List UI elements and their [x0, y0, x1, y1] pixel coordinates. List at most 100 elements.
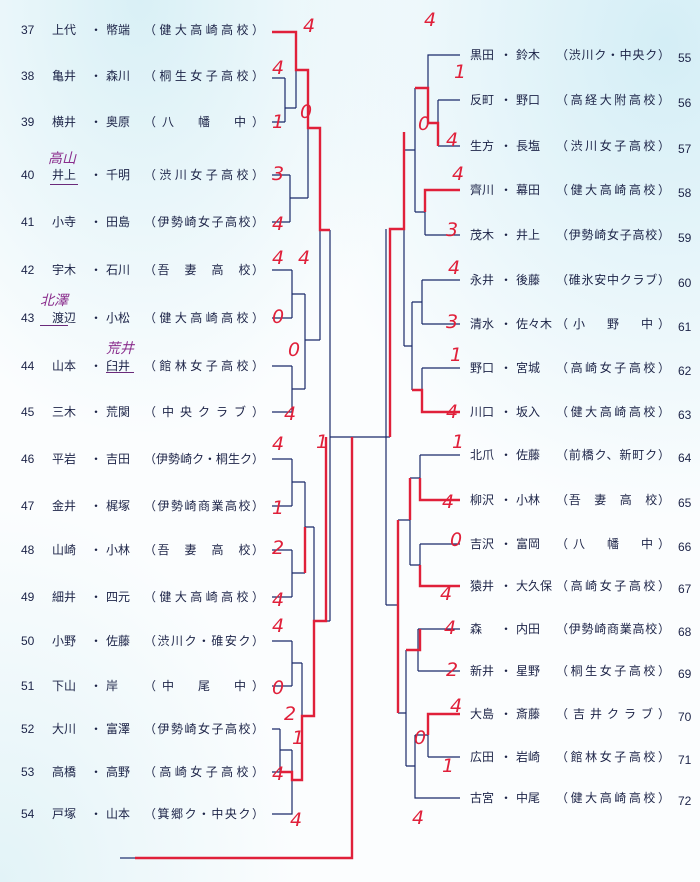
- handwritten-score: 4: [272, 57, 285, 79]
- handwritten-score: 1: [272, 497, 285, 519]
- handwritten-score: 2: [284, 703, 297, 725]
- bracket-line: [404, 302, 413, 390]
- player-name-2: 吉田: [106, 452, 131, 466]
- player-name-1: 川口: [470, 405, 495, 419]
- entry-row-right: 生方・長塩（渋川女子高校）57: [0, 137, 700, 156]
- bracket-line: [428, 99, 460, 147]
- entry-number: 55: [678, 51, 692, 65]
- player-name-2: 小松: [106, 311, 131, 325]
- separator-dot: ・: [500, 791, 513, 805]
- school-name: （高崎女子高校）: [556, 579, 670, 593]
- entry-number: 39: [21, 115, 35, 129]
- player-name-2: 佐々木: [516, 317, 553, 331]
- bracket-line: [272, 269, 305, 319]
- player-name-1: 戸塚: [52, 807, 77, 821]
- entry-number: 64: [678, 451, 692, 465]
- winner-path-red: [423, 188, 460, 212]
- school-name: （中 尾 中）: [144, 679, 264, 693]
- entry-number: 52: [21, 722, 35, 736]
- entry-number: 66: [678, 540, 692, 554]
- entry-number: 53: [21, 765, 35, 779]
- winner-path-red: [412, 388, 460, 414]
- handwritten-score: 1: [454, 61, 467, 83]
- separator-dot: ・: [500, 317, 513, 331]
- player-name-1: 清水: [470, 317, 495, 331]
- separator-dot: ・: [90, 215, 103, 229]
- player-name-2: 井上: [516, 228, 541, 242]
- separator-dot: ・: [90, 23, 103, 37]
- player-name-1: 三木: [52, 405, 77, 419]
- player-name-2: 小林: [516, 493, 541, 507]
- entry-number: 65: [678, 496, 692, 510]
- separator-dot: ・: [90, 69, 103, 83]
- handwritten-name-correction: 北澤: [40, 292, 68, 308]
- player-name-1: 平岩: [52, 452, 77, 466]
- separator-dot: ・: [90, 634, 103, 648]
- school-name: （碓氷安中クラブ）: [556, 273, 670, 287]
- separator-dot: ・: [90, 679, 103, 693]
- entry-number: 50: [21, 634, 35, 648]
- entry-row-right: 反町・野口（高経大附高校）56: [0, 91, 700, 110]
- separator-dot: ・: [500, 228, 513, 242]
- separator-dot: ・: [500, 622, 513, 636]
- school-name: （渋川女子高校）: [144, 168, 264, 182]
- player-name-2: 長塩: [516, 139, 541, 153]
- school-name: （健大高崎高校）: [144, 23, 264, 37]
- handwritten-score: 4: [412, 807, 425, 829]
- player-name-2: 四元: [106, 590, 131, 604]
- player-name-1: 渡辺: [52, 311, 77, 325]
- school-name: （箕郷ク・中央ク）: [144, 807, 264, 821]
- bracket-line: [406, 735, 460, 799]
- separator-dot: ・: [90, 499, 103, 513]
- entry-row-right: 齊川・幕田（健大高崎高校）58: [0, 181, 700, 200]
- player-name-2: 山本: [106, 807, 131, 821]
- bracket-line: [272, 174, 308, 223]
- entry-number: 38: [21, 69, 35, 83]
- entry-row-right: 森・内田（伊勢崎商業高校）68: [0, 620, 700, 639]
- entry-number: 68: [678, 625, 692, 639]
- handwritten-score: 4: [448, 257, 461, 279]
- entry-number: 48: [21, 543, 35, 557]
- separator-dot: ・: [500, 361, 513, 375]
- school-name: （伊勢崎ク・桐生ク）: [144, 452, 264, 466]
- player-name-1: 新井: [470, 664, 495, 678]
- winner-path-red: [280, 437, 328, 782]
- entry-row-right: 野口・宮城（高崎女子高校）62: [0, 359, 700, 378]
- player-name-2: 富岡: [516, 537, 541, 551]
- school-name: （高経大附高校）: [556, 93, 670, 107]
- handwritten-name-correction: 荒井: [106, 340, 134, 356]
- player-name-2: 野口: [516, 93, 541, 107]
- player-name-2: 森川: [106, 69, 131, 83]
- handwritten-score: 4: [424, 9, 437, 31]
- winner-path-red: [426, 712, 460, 735]
- handwritten-score: 4: [303, 15, 316, 37]
- bracket-line: [304, 294, 320, 389]
- school-name: （健大高崎高校）: [556, 405, 670, 419]
- player-name-1: 山本: [52, 359, 77, 373]
- handwritten-score: 3: [446, 219, 459, 241]
- separator-dot: ・: [90, 311, 103, 325]
- separator-dot: ・: [500, 664, 513, 678]
- player-name-2: 荒関: [106, 405, 131, 419]
- bracket-line: [406, 628, 460, 672]
- player-name-1: 齊川: [470, 183, 495, 197]
- player-name-2: 小林: [106, 543, 131, 557]
- entry-number: 49: [21, 590, 35, 604]
- handwritten-score: 4: [444, 617, 457, 639]
- separator-dot: ・: [90, 405, 103, 419]
- handwritten-score: 4: [450, 695, 463, 717]
- player-name-1: 広田: [470, 750, 495, 764]
- separator-dot: ・: [90, 590, 103, 604]
- bracket-line: [404, 88, 416, 212]
- separator-dot: ・: [500, 183, 513, 197]
- entry-row-right: 猿井・大久保（高崎女子高校）67: [0, 577, 700, 596]
- school-name: （桐生女子高校）: [144, 69, 264, 83]
- handwritten-score: 3: [446, 311, 459, 333]
- player-name-1: 高橋: [52, 765, 77, 779]
- handwritten-score: 4: [284, 403, 297, 425]
